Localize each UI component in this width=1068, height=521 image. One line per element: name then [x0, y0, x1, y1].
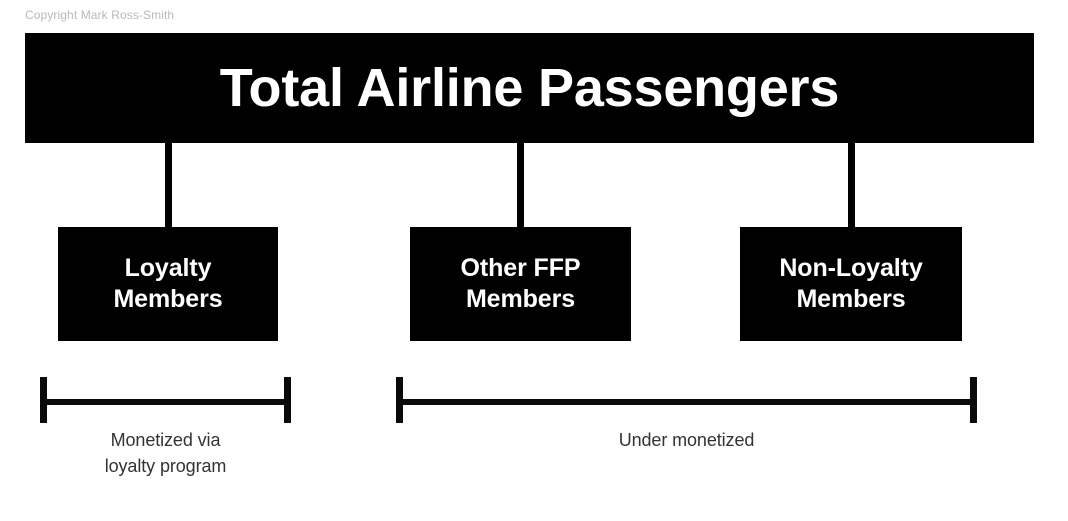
bracket-under-monetized-bar: [396, 399, 977, 405]
bracket-monetized: [40, 377, 291, 423]
node-non-loyalty-members: Non-Loyalty Members: [740, 227, 962, 341]
node-label-other-ffp-members: Other FFP Members: [460, 254, 581, 313]
connector-line-other-ffp-members: [517, 142, 524, 228]
node-label-loyalty-members: Loyalty Members: [113, 254, 223, 313]
connector-line-non-loyalty-members: [848, 142, 855, 228]
node-label-non-loyalty-members: Non-Loyalty Members: [779, 254, 923, 313]
bracket-caption-under-monetized: Under monetized: [618, 430, 755, 450]
root-node-label: Total Airline Passengers: [219, 58, 840, 118]
bracket-under-monetized: [396, 377, 977, 423]
bracket-monetized-right-tick: [284, 377, 291, 423]
root-node-total-airline-passengers: Total Airline Passengers: [25, 33, 1034, 143]
bracket-caption-monetized: Monetized via loyalty program: [104, 430, 227, 476]
bracket-monetized-bar: [40, 399, 291, 405]
node-loyalty-members: Loyalty Members: [58, 227, 278, 341]
node-other-ffp-members: Other FFP Members: [410, 227, 631, 341]
connector-line-loyalty-members: [165, 142, 172, 228]
bracket-under-monetized-right-tick: [970, 377, 977, 423]
copyright-notice: Copyright Mark Ross-Smith: [25, 8, 175, 22]
